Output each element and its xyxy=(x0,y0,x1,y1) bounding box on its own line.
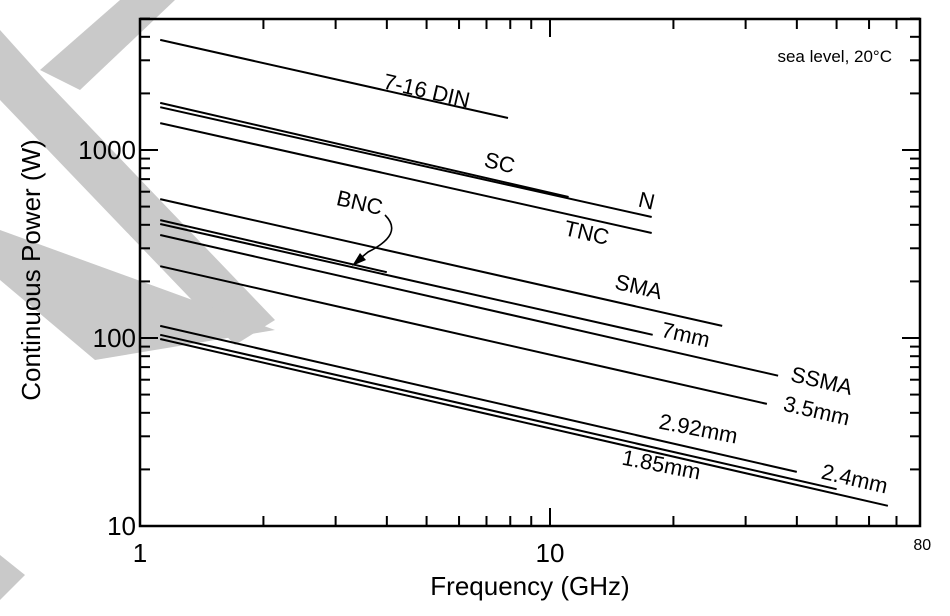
x-tick-label: 1 xyxy=(133,538,147,568)
y-axis-label: Continuous Power (W) xyxy=(16,139,46,401)
bnc-arrow xyxy=(355,214,393,263)
watermark xyxy=(0,0,275,600)
series-line xyxy=(159,106,652,218)
x-tick-label: 10 xyxy=(536,538,565,568)
series-line xyxy=(159,338,889,507)
series-label: 1.85mm xyxy=(620,445,703,485)
watermark-band xyxy=(0,230,275,360)
bnc-arrowhead-icon xyxy=(352,253,366,266)
series-labels: 7-16 DINSCNTNCBNCSMA7mmSSMA3.5mm2.92mm2.… xyxy=(334,69,890,499)
annotation: sea level, 20°C xyxy=(777,47,892,66)
watermark-band xyxy=(0,555,25,600)
plot-frame xyxy=(138,17,922,528)
series-lines xyxy=(159,38,889,507)
y-tick-label: 100 xyxy=(93,323,136,353)
series-line xyxy=(159,219,388,274)
x-tick-label: 80 xyxy=(913,537,931,554)
series-label: TNC xyxy=(562,215,612,250)
y-tick-label: 1000 xyxy=(78,135,136,165)
series-line xyxy=(159,101,569,198)
series-label: SC xyxy=(482,147,518,178)
series-line xyxy=(159,38,509,119)
series-line xyxy=(159,223,653,336)
y-tick-label: 10 xyxy=(107,511,136,541)
series-label: BNC xyxy=(334,185,385,220)
series-line xyxy=(159,265,768,405)
x-axis-label: Frequency (GHz) xyxy=(430,571,629,601)
series-line xyxy=(159,198,723,327)
watermark-band xyxy=(40,0,175,90)
series-line xyxy=(159,234,779,377)
series-line xyxy=(159,333,837,491)
series-label: SMA xyxy=(613,269,665,304)
watermark-band xyxy=(0,30,275,345)
series-label: 7-16 DIN xyxy=(381,69,472,113)
series-line xyxy=(159,122,652,234)
series-line xyxy=(159,324,798,473)
series-label: N xyxy=(636,187,657,215)
